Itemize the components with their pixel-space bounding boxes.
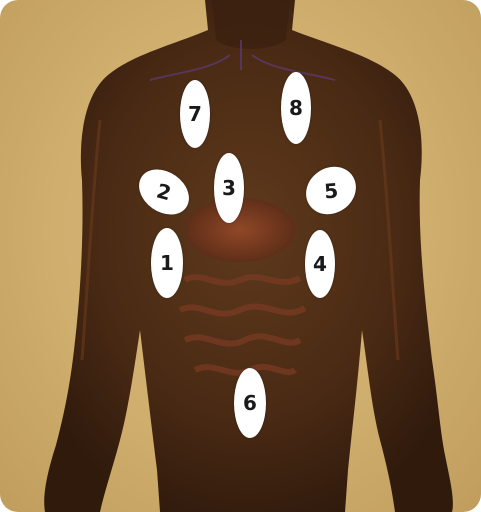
neck (212, 0, 290, 49)
hotspot-7-label: 7 (188, 104, 202, 124)
hotspot-8[interactable]: 8 (281, 72, 311, 144)
hotspot-4[interactable]: 4 (305, 230, 335, 298)
hotspot-1-label: 1 (160, 253, 174, 273)
hotspot-6-label: 6 (243, 393, 257, 413)
hotspot-2-label: 2 (155, 181, 174, 204)
hotspot-1[interactable]: 1 (151, 228, 183, 298)
hotspot-3[interactable]: 3 (214, 153, 244, 223)
hotspot-4-label: 4 (313, 254, 327, 274)
hotspot-8-label: 8 (289, 98, 303, 118)
hotspot-7[interactable]: 7 (180, 80, 210, 148)
hotspot-6[interactable]: 6 (234, 368, 266, 438)
hotspot-5-label: 5 (323, 180, 339, 201)
hotspot-3-label: 3 (222, 178, 236, 198)
